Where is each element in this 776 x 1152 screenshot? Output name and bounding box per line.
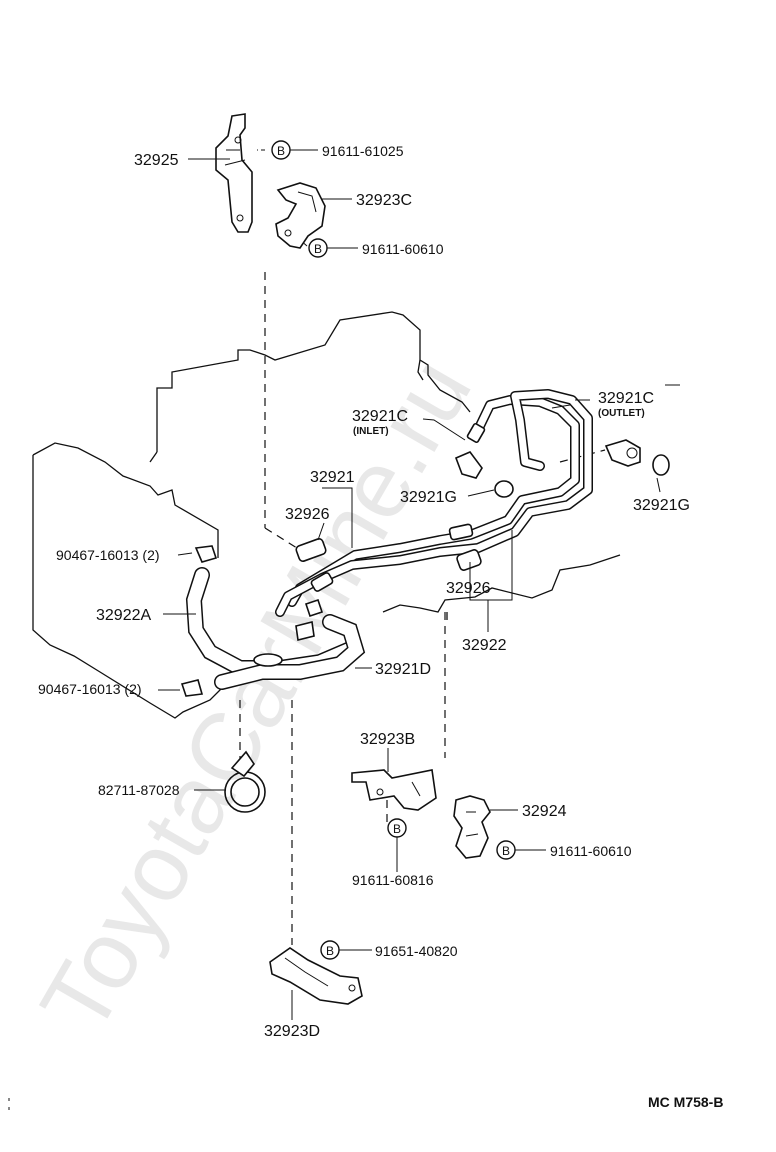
label-32923D: 32923D <box>264 1023 320 1040</box>
label-91611-60610-right: 91611-60610 <box>550 843 632 859</box>
dashed-guides <box>239 149 606 945</box>
pipe-grommet-shape <box>310 523 474 592</box>
label-91611-60816: 91611-60816 <box>352 872 434 888</box>
bolt-symbol-4: B <box>496 840 516 860</box>
label-inlet-note: (INLET) <box>353 426 389 437</box>
label-32924: 32924 <box>522 803 567 820</box>
bolt-symbol-3: B <box>387 818 407 838</box>
svg-text:B: B <box>393 822 401 836</box>
inlet-fitting-shape <box>454 423 486 479</box>
label-32926-upper: 32926 <box>285 506 330 523</box>
oil-cooler-tubes <box>275 389 593 617</box>
clamp-32924-shape <box>453 795 491 859</box>
label-91611-61025: 91611-61025 <box>322 143 404 159</box>
label-91611-60610-top: 91611-60610 <box>362 241 444 257</box>
label-32921G-left: 32921G <box>400 489 457 506</box>
bolt-symbol-5: B <box>320 940 340 960</box>
label-32921C-inlet: 32921C <box>352 408 408 425</box>
svg-text:B: B <box>314 242 322 256</box>
cooler-hoses <box>185 567 366 690</box>
svg-text:B: B <box>326 944 334 958</box>
o-rings <box>494 454 670 498</box>
label-32923C: 32923C <box>356 192 412 209</box>
label-outlet-note: (OUTLET) <box>598 408 645 419</box>
label-90467-16013-lower: 90467-16013 (2) <box>38 681 142 697</box>
outlet-fitting-shape <box>604 439 641 467</box>
label-32925: 32925 <box>134 152 179 169</box>
hose-clips <box>180 545 324 697</box>
leader-lines <box>158 149 680 1020</box>
label-32921D: 32921D <box>375 661 431 678</box>
grommet-32926-shapes <box>295 538 482 571</box>
clamp-32923D-shape <box>269 947 363 1005</box>
underbody-outline <box>382 554 621 620</box>
label-32921C-outlet: 32921C <box>598 390 654 407</box>
clamp-32923C-shape <box>275 182 326 249</box>
diagram-code: MC M758-B <box>648 1094 723 1110</box>
transmission-outline <box>149 311 471 463</box>
label-91651-40820: 91651-40820 <box>375 943 458 959</box>
label-90467-16013-upper: 90467-16013 (2) <box>56 547 160 563</box>
label-32922A: 32922A <box>96 607 151 624</box>
label-32921G-right: 32921G <box>633 497 690 514</box>
radiator-outline <box>32 442 223 719</box>
bolt-symbol-1: B <box>271 140 291 160</box>
label-32922: 32922 <box>462 637 507 654</box>
label-32926-lower: 32926 <box>446 580 491 597</box>
label-32923B: 32923B <box>360 731 415 748</box>
part-labels: 32925 91611-61025 32923C 91611-60610 329… <box>38 143 723 1110</box>
svg-text:B: B <box>502 844 510 858</box>
label-32921: 32921 <box>310 469 355 486</box>
label-82711-87028: 82711-87028 <box>98 782 180 798</box>
svg-text:B: B <box>277 144 285 158</box>
bolt-symbol-2: B <box>308 238 328 258</box>
bracket-32925-shape <box>215 113 253 233</box>
band-82711-87028-shape <box>224 750 266 813</box>
bracket-32923B-shape <box>351 769 437 811</box>
